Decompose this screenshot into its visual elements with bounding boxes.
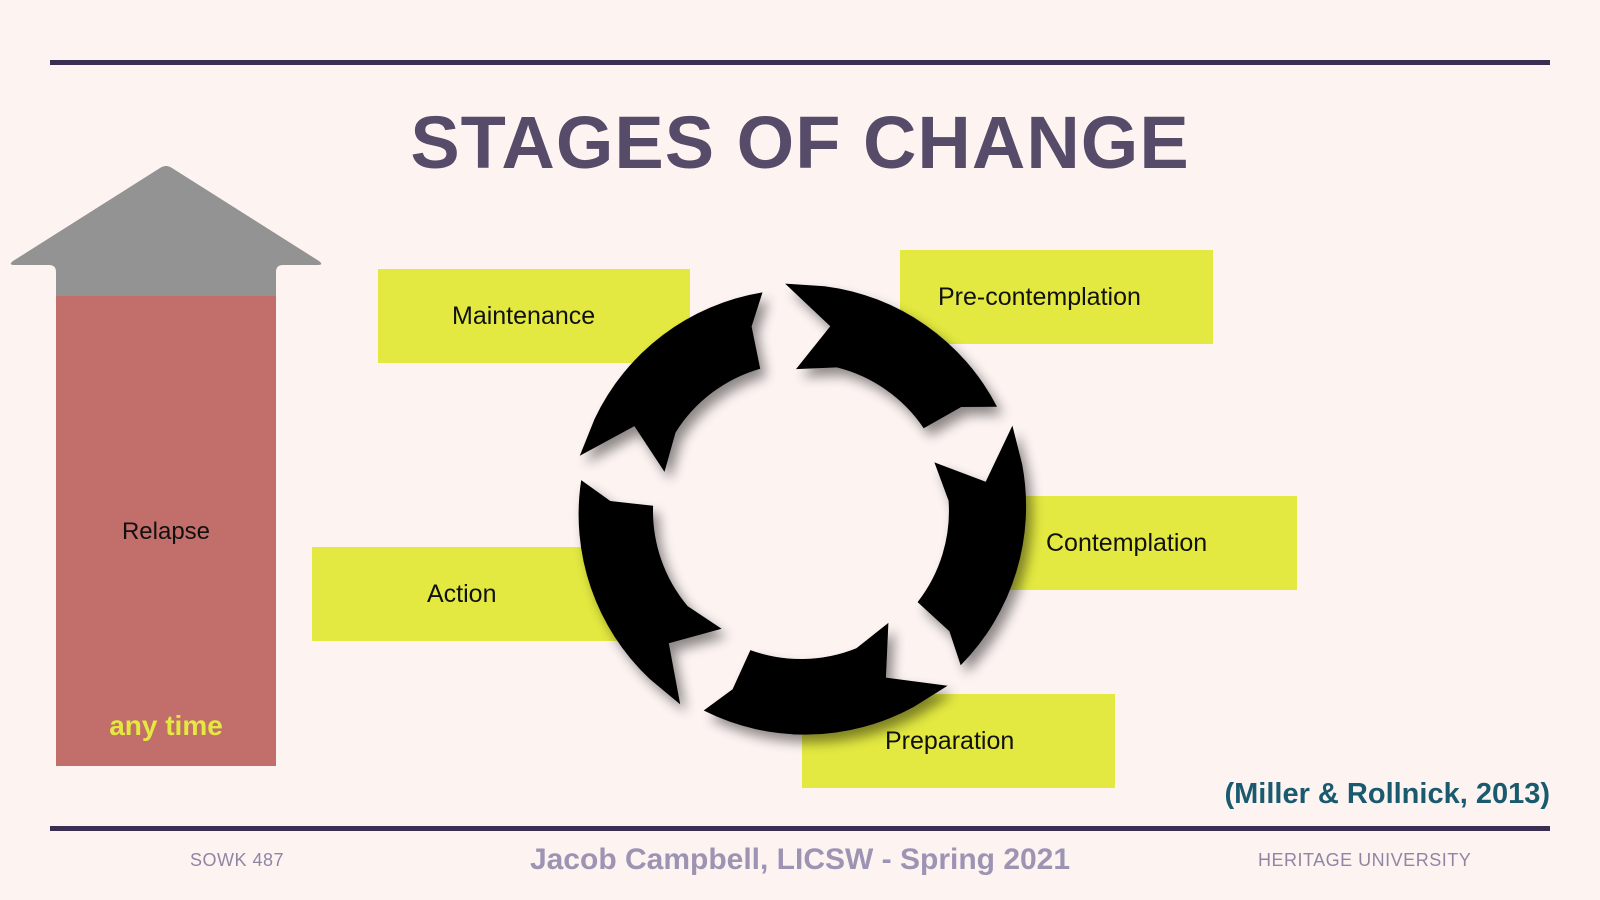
stage-box-preparation: Preparation [802,694,1115,788]
stage-label-preparation: Preparation [885,726,1015,755]
slide-title: STAGES OF CHANGE [410,101,1190,184]
top-divider [50,60,1550,65]
footer-institution: HERITAGE UNIVERSITY [1258,850,1472,870]
stage-box-precontemplation: Pre-contemplation [900,250,1213,344]
stage-label-precontemplation: Pre-contemplation [938,282,1141,311]
stage-box-contemplation: Contemplation [985,496,1297,590]
relapse-label: Relapse [121,518,211,545]
bottom-divider [50,826,1550,831]
stage-box-action: Action [312,547,625,641]
stage-label-contemplation: Contemplation [1046,528,1208,557]
footer-presenter: Jacob Campbell, LICSW - Spring 2021 [529,843,1071,876]
stage-label-action: Action [427,579,497,608]
citation: (Miller & Rollnick, 2013) [1224,778,1550,810]
relapse-up-arrow-icon [10,166,322,766]
footer-course: SOWK 487 [190,850,285,870]
stage-label-maintenance: Maintenance [452,301,596,330]
relapse-any-time-label: any time [109,710,223,741]
stage-box-maintenance: Maintenance [378,269,690,363]
